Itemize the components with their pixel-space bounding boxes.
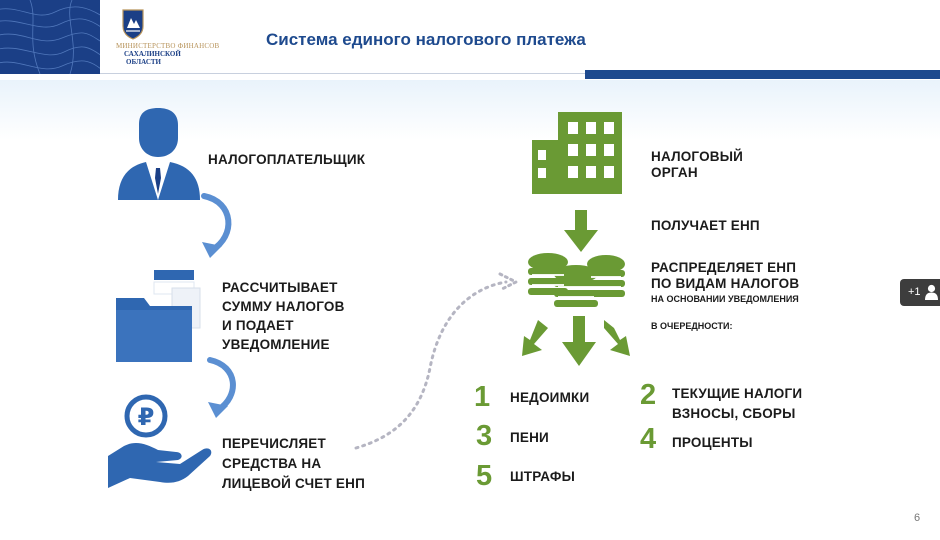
- header-accent-bar: [585, 70, 940, 79]
- ruble-hand-icon: ₽: [108, 394, 212, 488]
- priority-number-2: 2: [640, 379, 657, 411]
- taxpayer-label: НАЛОГОПЛАТЕЛЬЩИК: [208, 152, 366, 167]
- folder-icon: [116, 270, 201, 362]
- participants-count: +1: [908, 286, 921, 298]
- logo-line-2: САХАЛИНСКОЙ: [124, 50, 181, 58]
- priority-label-1: НЕДОИМКИ: [510, 390, 590, 405]
- tax-authority-line-2: ОРГАН: [651, 165, 698, 180]
- slide-title: Система единого налогового платежа: [266, 30, 586, 49]
- participants-badge[interactable]: +1: [900, 279, 940, 306]
- ministry-logo: МИНИСТЕРСТВО ФИНАНСОВ САХАЛИНСКОЙ ОБЛАСТ…: [110, 6, 230, 70]
- person-icon: [118, 108, 200, 200]
- order-note: В ОЧЕРЕДНОСТИ:: [651, 321, 733, 331]
- logo-line-1: МИНИСТЕРСТВО ФИНАНСОВ: [116, 42, 220, 50]
- header-divider: [100, 73, 940, 74]
- priority-number-3: 3: [476, 420, 493, 452]
- transfers-line-1: ПЕРЕЧИСЛЯЕТ: [222, 436, 326, 451]
- header-topographic-pattern: [0, 0, 100, 74]
- calculates-line-3: И ПОДАЕТ: [222, 318, 294, 333]
- curved-arrow-down-1: [201, 193, 232, 258]
- priority-label-2-line-2: ВЗНОСЫ, СБОРЫ: [672, 406, 796, 421]
- calculates-line-1: РАССЧИТЫВАЕТ: [222, 280, 338, 295]
- logo-line-3: ОБЛАСТИ: [126, 58, 161, 66]
- calculates-line-4: УВЕДОМЛЕНИЕ: [222, 337, 330, 352]
- tax-authority-line-1: НАЛОГОВЫЙ: [651, 149, 744, 164]
- curved-arrow-down-2: [207, 357, 236, 418]
- building-icon: [532, 112, 622, 194]
- priority-number-4: 4: [640, 423, 657, 455]
- receives-label: ПОЛУЧАЕТ ЕНП: [651, 218, 760, 233]
- basis-note: НА ОСНОВАНИИ УВЕДОМЛЕНИЯ: [651, 294, 799, 304]
- transfers-line-2: СРЕДСТВА НА: [222, 456, 322, 471]
- distributes-line-1: РАСПРЕДЕЛЯЕТ ЕНП: [651, 260, 797, 275]
- distribution-arrows-icon: [522, 316, 630, 366]
- arrow-down-icon: [564, 210, 598, 252]
- coat-of-arms-icon: [122, 9, 144, 40]
- priority-label-2: ТЕКУЩИЕ НАЛОГИ: [672, 386, 803, 401]
- dotted-connector-arrow: [354, 272, 520, 450]
- distributes-line-2: ПО ВИДАМ НАЛОГОВ: [651, 276, 800, 291]
- priority-number-1: 1: [474, 381, 491, 413]
- ruble-symbol: ₽: [138, 403, 155, 431]
- priority-label-3: ПЕНИ: [510, 430, 549, 445]
- user-icon: [925, 284, 938, 300]
- priority-label-5: ШТРАФЫ: [510, 469, 575, 484]
- coins-icon: [528, 253, 625, 307]
- priority-label-4: ПРОЦЕНТЫ: [672, 435, 753, 450]
- priority-number-5: 5: [476, 460, 493, 492]
- transfers-line-3: ЛИЦЕВОЙ СЧЕТ ЕНП: [222, 476, 365, 491]
- page-number: 6: [914, 512, 921, 524]
- calculates-line-2: СУММУ НАЛОГОВ: [222, 299, 345, 314]
